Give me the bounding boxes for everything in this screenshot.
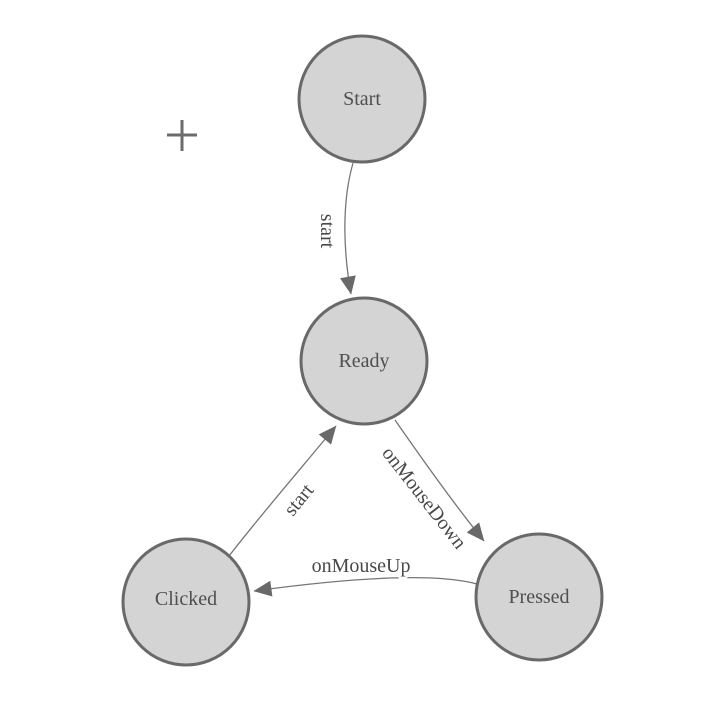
node-label-pressed: Pressed (508, 586, 569, 608)
node-clicked[interactable]: Clicked (121, 537, 251, 667)
node-pressed[interactable]: Pressed (474, 532, 604, 662)
edge-label-onmouseup: onMouseUp (312, 555, 411, 577)
edge-start-to-ready[interactable]: start (314, 162, 356, 295)
node-label-start: Start (343, 88, 381, 110)
plus-icon (167, 120, 197, 151)
node-label-ready: Ready (338, 350, 389, 372)
edge-label-start: start (316, 214, 338, 249)
node-start[interactable]: Start (297, 34, 427, 164)
node-ready[interactable]: Ready (299, 296, 429, 426)
edge-label-onmousedown: onMouseDown (377, 443, 470, 554)
edge-ready-to-pressed[interactable]: onMouseDown (375, 419, 485, 556)
node-label-clicked: Clicked (155, 588, 217, 610)
edge-pressed-to-clicked[interactable]: onMouseUp (253, 553, 478, 597)
edge-clicked-to-ready[interactable]: start (228, 425, 337, 557)
